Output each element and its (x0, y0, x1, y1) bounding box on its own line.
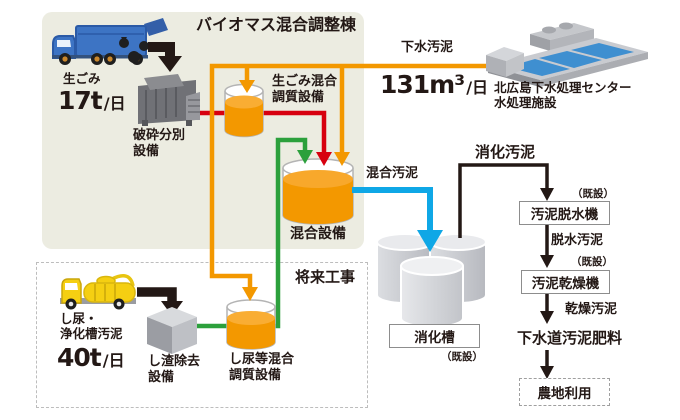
mixed-sludge-label: 混合汚泥 (366, 166, 419, 181)
pipe-mixed-sludge-blue (352, 187, 443, 252)
dried-sludge-label: 乾燥汚泥 (565, 302, 618, 317)
garbage-to-crusher-arrow (148, 42, 182, 72)
vacuum-truck-icon (60, 274, 136, 310)
garbage-conditioning-label: 生ごみ混合 調質設備 (272, 74, 338, 105)
sewage-sludge-label: 下水汚泥 (401, 40, 454, 55)
dryer-box: 汚泥乾燥機 (521, 270, 610, 294)
fertilizer-label: 下水道汚泥肥料 (517, 329, 623, 347)
garbage-input-amount: 17t/日 (58, 86, 126, 115)
dewatered-sludge-label: 脱水汚泥 (551, 233, 604, 248)
mixing-label: 混合設備 (290, 226, 346, 242)
digester-tanks-icon (376, 233, 487, 328)
digester-existing-note: （既設） (441, 351, 483, 363)
screenings-removal-label: し渣除去 設備 (148, 354, 201, 385)
dewatering-existing-note: （既設） (572, 188, 614, 200)
garbage-input-label: 生ごみ (63, 71, 101, 86)
digested-sludge-label: 消化汚泥 (475, 143, 536, 161)
dewatering-box: 汚泥脱水機 (519, 201, 610, 225)
sewage-sludge-amount: 131m³/日 (380, 70, 489, 99)
mixing-tank-icon (282, 158, 354, 225)
digester-box: 消化槽 (389, 324, 480, 348)
pipe-arrowheads (239, 80, 350, 301)
biomass-building-title: バイオマス混合調整棟 (196, 15, 357, 34)
future-construction-panel (36, 262, 368, 408)
night-soil-label-2: 浄化槽汚泥 (60, 326, 123, 341)
crusher-image (138, 74, 200, 126)
garbage-conditioning-tank-icon (224, 83, 264, 138)
night-soil-label-1: し尿・ (60, 311, 98, 326)
night-soil-conditioning-tank-icon (226, 299, 276, 350)
treatment-plant-icon (486, 22, 648, 87)
crusher-label: 破砕分別 設備 (133, 128, 186, 159)
treatment-plant-label: 北広島下水処理センター 水処理施設 (494, 80, 632, 110)
screenings-removal-box-icon (147, 307, 197, 354)
garbage-truck-icon (52, 18, 168, 65)
dryer-existing-note: （既設） (571, 256, 613, 268)
farmland-box: 農地利用 (519, 378, 610, 406)
night-soil-amount: 40t/日 (57, 343, 125, 372)
future-construction-title: 将来工事 (295, 268, 356, 286)
night-soil-conditioning-label: し尿等混合 調質設備 (229, 352, 295, 383)
pipe-sewage-orange (209, 63, 487, 288)
trash-bags-icon (119, 37, 149, 63)
pipe-digested-sludge-black (458, 163, 554, 379)
